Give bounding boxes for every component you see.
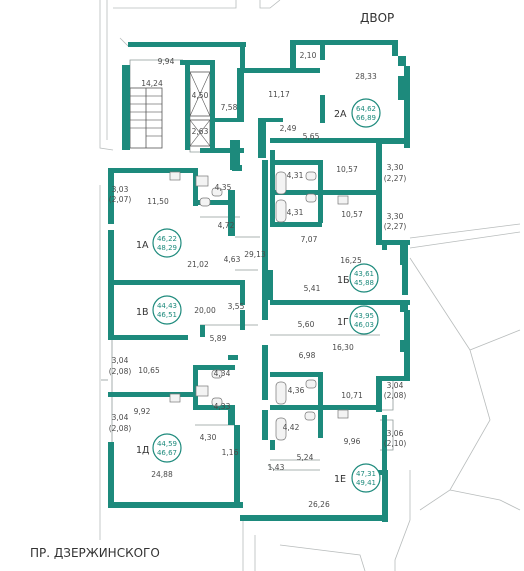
apartment-1e[interactable]: 1Е 47,31 49,41	[334, 463, 381, 493]
apartment-area-total: 47,31	[356, 470, 376, 478]
room-area: 4,34	[214, 369, 231, 378]
room-area: 4,63	[224, 255, 241, 264]
room-area: 3,04	[387, 381, 404, 390]
room-area: 7,07	[301, 235, 318, 244]
apartment-1d[interactable]: 1Д 44,59 46,67	[136, 433, 182, 463]
room-area: 9,96	[344, 437, 361, 446]
apartment-1v[interactable]: 1В 44,43 46,51	[136, 295, 182, 325]
room-area: 5,65	[303, 132, 320, 141]
apartment-area-total: 46,22	[157, 235, 177, 243]
room-area: 3,30	[387, 212, 404, 221]
room-area: 26,26	[308, 500, 330, 509]
context-lines	[99, 0, 521, 571]
apartment-code: 1В	[136, 307, 149, 318]
room-area: 3,55	[228, 302, 245, 311]
apartment-1a[interactable]: 1А 46,22 48,29	[136, 228, 182, 258]
apartment-area-total: 44,59	[157, 440, 177, 448]
room-area: 4,30	[200, 433, 217, 442]
room-area: 9,92	[134, 407, 151, 416]
room-area: (2,27)	[384, 174, 407, 183]
room-area: 28,33	[355, 72, 377, 81]
room-area: 3,03	[112, 185, 129, 194]
apartment-area-full: 49,41	[356, 479, 376, 487]
room-area: 9,94	[158, 57, 175, 66]
room-area: 1,16	[222, 448, 239, 457]
room-area: 4,35	[215, 183, 232, 192]
apartment-code: 2А	[334, 109, 347, 120]
apartment-area-full: 48,29	[157, 244, 177, 252]
room-areas: 9,94 14,24 4,50 2,63 7,58 11,17 2,10 28,…	[109, 51, 407, 509]
room-area: 10,57	[341, 210, 363, 219]
apartment-2a[interactable]: 2А 64,62 66,89	[334, 98, 381, 128]
room-area: 4,42	[283, 423, 300, 432]
room-area: 3,04	[112, 413, 129, 422]
room-area: 5,41	[304, 284, 321, 293]
room-area: 24,88	[151, 470, 173, 479]
room-area: 5,24	[297, 453, 314, 462]
room-area: 20,00	[194, 306, 216, 315]
apartment-code: 1А	[136, 240, 149, 251]
room-area: (2,07)	[109, 195, 132, 204]
apartment-area-full: 46,67	[157, 449, 177, 457]
room-area: 16,25	[340, 256, 362, 265]
room-area: 5,60	[298, 320, 315, 329]
apartment-area-full: 46,51	[157, 311, 177, 319]
apartment-area-total: 64,62	[356, 105, 376, 113]
room-area: 10,71	[341, 391, 363, 400]
room-area: 3,04	[112, 356, 129, 365]
apartment-area-full: 66,89	[356, 114, 376, 122]
yard-label: ДВОР	[360, 11, 394, 25]
room-area: 14,24	[141, 79, 163, 88]
room-area: 4,33	[214, 402, 231, 411]
apartment-area-total: 43,95	[354, 312, 374, 320]
room-area: (2,10)	[384, 439, 407, 448]
room-area: (2,08)	[109, 424, 132, 433]
room-area: 10,65	[138, 366, 160, 375]
room-area: 1,43	[268, 463, 285, 472]
apartment-code: 1Д	[136, 445, 149, 456]
room-area: 2,10	[300, 51, 317, 60]
room-area: (2,27)	[384, 222, 407, 231]
apartment-code: 1Г	[337, 317, 349, 328]
room-area: 11,17	[268, 90, 290, 99]
room-area: 6,98	[299, 351, 316, 360]
room-area: 4,31	[287, 208, 304, 217]
walls	[108, 40, 410, 522]
room-area: 4,36	[288, 386, 305, 395]
room-area: 4,72	[218, 221, 235, 230]
room-area: 29,13	[244, 250, 266, 259]
room-area: (2,08)	[109, 367, 132, 376]
apartment-1b[interactable]: 1Б 43,61 45,88	[337, 263, 379, 293]
bathroom-fixtures	[169, 171, 349, 441]
apartment-area-full: 46,03	[354, 321, 374, 329]
apartment-code: 1Е	[334, 474, 346, 485]
room-area: 2,63	[192, 127, 209, 136]
room-area: 3,30	[387, 163, 404, 172]
room-area: (2,08)	[384, 391, 407, 400]
apartment-1g[interactable]: 1Г 43,95 46,03	[337, 305, 379, 335]
room-area: 3,06	[387, 429, 404, 438]
apartment-area-full: 45,88	[354, 279, 374, 287]
apartment-code: 1Б	[337, 275, 350, 286]
room-area: 4,31	[287, 171, 304, 180]
room-area: 10,57	[336, 165, 358, 174]
apartment-area-total: 43,61	[354, 270, 374, 278]
room-area: 7,58	[221, 103, 238, 112]
room-area: 4,50	[192, 91, 209, 100]
room-area: 11,50	[147, 197, 169, 206]
room-area: 5,89	[210, 334, 227, 343]
apartment-area-total: 44,43	[157, 302, 177, 310]
street-label: ПР. ДЗЕРЖИНСКОГО	[30, 546, 160, 560]
room-area: 2,49	[280, 124, 297, 133]
room-area: 21,02	[187, 260, 209, 269]
room-area: 16,30	[332, 343, 354, 352]
